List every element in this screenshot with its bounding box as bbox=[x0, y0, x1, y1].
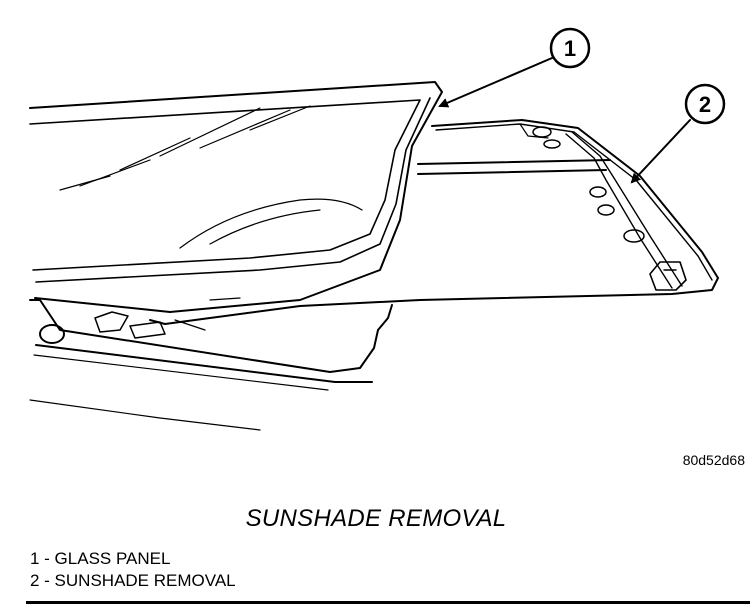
callout-1-number: 1 bbox=[564, 36, 576, 61]
sunshade-removal-illustration: 1 2 bbox=[29, 27, 726, 431]
figure-code: 80d52d68 bbox=[682, 452, 745, 468]
callout-1: 1 bbox=[549, 27, 591, 69]
callout-2: 2 bbox=[684, 83, 726, 125]
legend-item-glass-panel: 1 - GLASS PANEL bbox=[30, 549, 171, 568]
legend: 1 - GLASS PANEL 2 - SUNSHADE REMOVAL bbox=[30, 548, 236, 592]
sunshade-panel bbox=[149, 119, 719, 325]
glass-panel bbox=[29, 81, 443, 313]
callout-2-number: 2 bbox=[699, 92, 711, 117]
legend-item-sunshade-removal: 2 - SUNSHADE REMOVAL bbox=[30, 571, 236, 590]
bottom-rule bbox=[26, 601, 750, 604]
figure-caption: SUNSHADE REMOVAL bbox=[245, 505, 507, 532]
callout-2-leader bbox=[630, 119, 691, 184]
callout-1-leader bbox=[438, 57, 553, 108]
vehicle-roof-body bbox=[29, 297, 393, 431]
